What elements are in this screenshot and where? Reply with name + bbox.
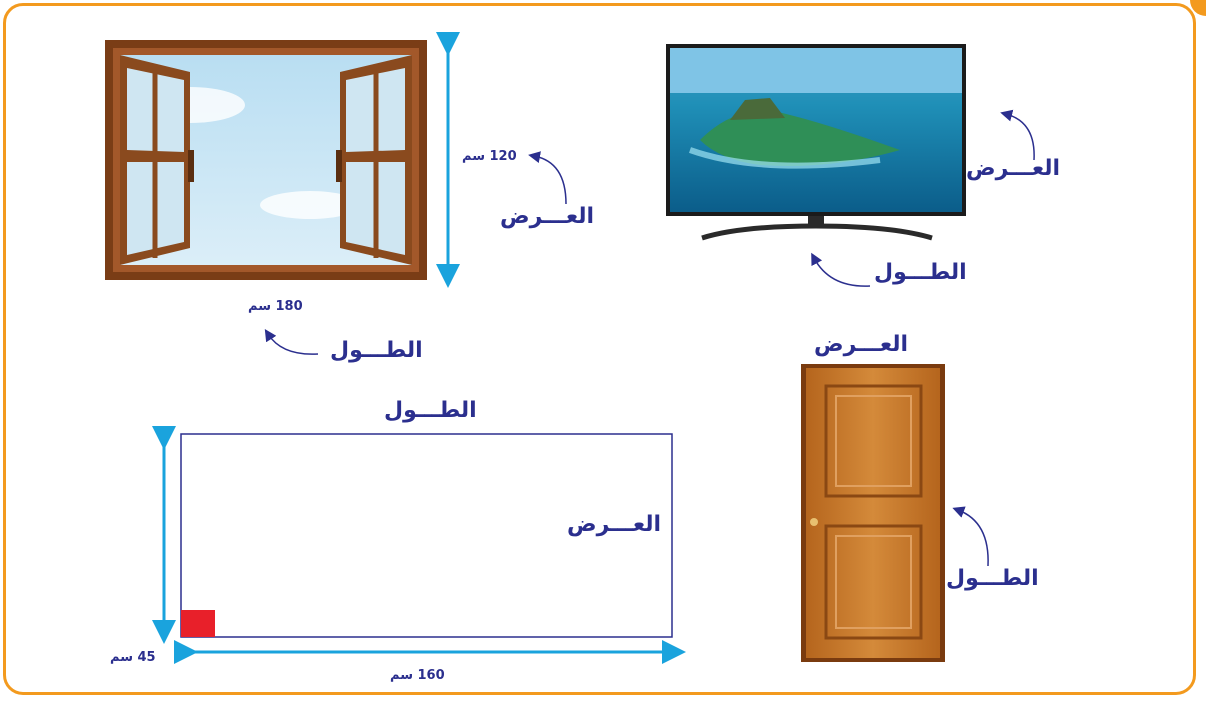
unit-square bbox=[181, 610, 215, 637]
pointer-arrow-door-length bbox=[952, 506, 989, 567]
rectangle-length-label: الطـــول bbox=[384, 398, 477, 423]
rectangle-shape bbox=[180, 433, 673, 638]
tv-image bbox=[666, 44, 966, 241]
tv-width-label: العـــرض bbox=[966, 156, 1061, 181]
pointer-arrow-tv-width bbox=[1000, 109, 1035, 161]
door-length-label: الطـــول bbox=[946, 566, 1039, 591]
pointer-arrow-tv-length bbox=[811, 252, 871, 287]
window-length-label: الطـــول bbox=[330, 338, 423, 363]
door-width-label: العـــرض bbox=[814, 332, 909, 357]
window-length-measure: 180 سم bbox=[248, 299, 303, 314]
door-image bbox=[801, 364, 945, 662]
tv-length-label: الطـــول bbox=[874, 260, 967, 285]
window-image bbox=[105, 40, 427, 280]
rectangle-length-measure: 160 سم bbox=[390, 668, 445, 683]
content-frame bbox=[3, 3, 1196, 695]
window-width-label: العـــرض bbox=[500, 204, 595, 229]
pointer-arrow-window-length bbox=[264, 328, 319, 355]
pointer-arrow-window-width bbox=[528, 151, 567, 205]
rectangle-width-measure: 45 سم bbox=[110, 650, 156, 665]
window-height-measure: 120 سم bbox=[462, 149, 517, 164]
rectangle-width-label: العـــرض bbox=[567, 512, 662, 537]
